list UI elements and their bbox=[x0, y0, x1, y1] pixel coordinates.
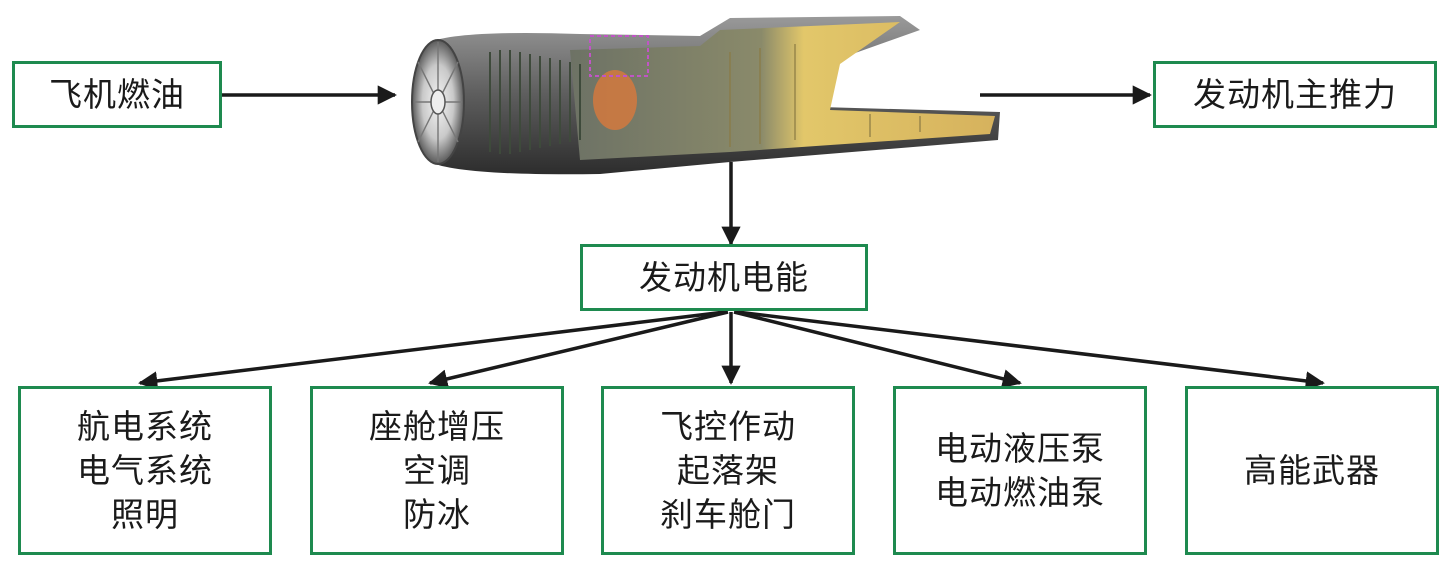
consumer-line: 照明 bbox=[111, 494, 179, 534]
consumer-line: 高能武器 bbox=[1244, 450, 1380, 490]
consumer-line: 飞控作动 bbox=[660, 406, 796, 446]
arrow-power-to-avionics bbox=[138, 310, 726, 391]
consumer-line: 起落架 bbox=[677, 450, 779, 490]
arrow-power-to-cabin bbox=[428, 310, 729, 389]
engine-power-label: 发动机电能 bbox=[639, 257, 809, 297]
consumer-line: 防冰 bbox=[403, 494, 471, 534]
consumer-line: 电动液压泵 bbox=[935, 428, 1105, 468]
consumer-line: 航电系统 bbox=[77, 406, 213, 446]
consumer-line: 刹车舱门 bbox=[660, 494, 796, 534]
thrust-box: 发动机主推力 bbox=[1153, 61, 1437, 128]
arrow-power-to-pumps bbox=[733, 310, 1022, 389]
consumer-line: 电气系统 bbox=[77, 450, 213, 490]
consumer-line: 电动燃油泵 bbox=[935, 472, 1105, 512]
cabin-systems-box: 座舱增压 空调 防冰 bbox=[310, 386, 564, 555]
fuel-box: 飞机燃油 bbox=[12, 61, 222, 128]
consumer-line: 空调 bbox=[403, 450, 471, 490]
jet-engine-cutaway-illustration bbox=[411, 16, 1000, 175]
engine-power-box: 发动机电能 bbox=[580, 244, 868, 311]
high-energy-weapons-box: 高能武器 bbox=[1185, 386, 1439, 555]
avionics-box: 航电系统 电气系统 照明 bbox=[18, 386, 272, 555]
fuel-label: 飞机燃油 bbox=[49, 74, 185, 114]
thrust-label: 发动机主推力 bbox=[1193, 74, 1397, 114]
arrow-power-to-weapons bbox=[736, 310, 1325, 391]
flight-control-box: 飞控作动 起落架 刹车舱门 bbox=[601, 386, 855, 555]
consumer-line: 座舱增压 bbox=[369, 406, 505, 446]
electric-pumps-box: 电动液压泵 电动燃油泵 bbox=[893, 386, 1147, 555]
